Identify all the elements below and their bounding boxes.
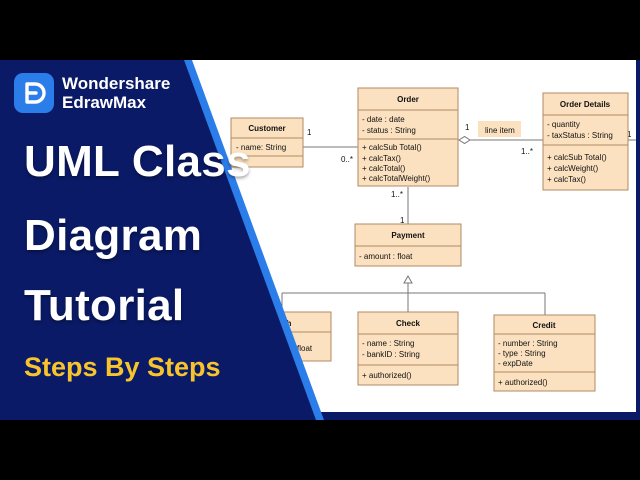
- class-order-op: + calcTotal(): [362, 164, 406, 173]
- brand: Wondershare EdrawMax: [14, 73, 170, 113]
- title-panel: [0, 60, 316, 420]
- subtitle: Steps By Steps: [24, 352, 221, 382]
- class-credit-attr: - expDate: [498, 359, 533, 368]
- class-credit-name: Credit: [532, 321, 555, 330]
- multiplicity-order-details-1: 1: [465, 123, 470, 132]
- class-order-details-name: Order Details: [560, 100, 611, 109]
- class-payment-name: Payment: [391, 231, 425, 240]
- multiplicity-order-details-many: 1..*: [521, 147, 533, 156]
- headline-line3: Tutorial: [24, 281, 185, 330]
- line-item-label-box: [478, 121, 521, 137]
- class-order-op: + calcTax(): [362, 154, 401, 163]
- class-check-name: Check: [396, 319, 421, 328]
- class-order-details-op: + calcWeight(): [547, 164, 599, 173]
- multiplicity-payment-order: 1: [400, 216, 405, 225]
- multiplicity-order-payment: 1..*: [391, 190, 403, 199]
- class-order-name: Order: [397, 95, 419, 104]
- headline-line2: Diagram: [24, 211, 203, 260]
- class-order-attr: - status : String: [362, 126, 416, 135]
- multiplicity-right: 1: [627, 130, 632, 139]
- class-check[interactable]: Check - name : String - bankID : String …: [357, 311, 459, 386]
- multiplicity-order-customer: 0..*: [341, 155, 353, 164]
- diagram-canvas: line item 1 0..* 1 1..* 1..* 1 1 Custome…: [0, 60, 640, 420]
- headline-line1: UML Class: [24, 137, 251, 186]
- line-item-label: line item: [485, 126, 515, 135]
- generalization-arrowhead: [403, 274, 413, 284]
- class-customer[interactable]: Customer - name: String: [230, 117, 304, 168]
- class-customer-attr: - name: String: [236, 143, 286, 152]
- class-order-details-op: + calcSub Total(): [547, 153, 607, 162]
- frame-right-edge: [636, 60, 640, 420]
- class-credit-op: + authorized(): [498, 378, 548, 387]
- class-order-details[interactable]: Order Details - quantity - taxStatus : S…: [542, 92, 629, 191]
- class-payment[interactable]: Payment - amount : float: [354, 223, 462, 267]
- class-credit[interactable]: Credit - number : String - type : String…: [493, 314, 596, 392]
- class-customer-name: Customer: [248, 124, 285, 133]
- class-credit-attr: - type : String: [498, 349, 546, 358]
- class-cash-attr: float: [297, 344, 313, 353]
- class-check-attr: - name : String: [362, 339, 414, 348]
- class-payment-attr: - amount : float: [359, 252, 413, 261]
- class-order-op: + calcSub Total(): [362, 143, 422, 152]
- multiplicity-customer: 1: [307, 128, 312, 137]
- class-order-details-attr: - taxStatus : String: [547, 131, 613, 140]
- uml-class-diagram: line item 1 0..* 1 1..* 1..* 1 1 Custome…: [0, 60, 640, 420]
- class-order[interactable]: Order - date : date - status : String + …: [357, 87, 459, 187]
- class-credit-attr: - number : String: [498, 339, 558, 348]
- class-check-op: + authorized(): [362, 371, 412, 380]
- class-order-attr: - date : date: [362, 115, 405, 124]
- brand-line1: Wondershare: [62, 74, 171, 93]
- class-check-attr: - bankID : String: [362, 350, 420, 359]
- class-order-op: + calcTotalWeight(): [362, 174, 430, 183]
- class-order-details-op: + calcTax(): [547, 175, 586, 184]
- class-order-details-attr: - quantity: [547, 120, 580, 129]
- edrawmax-logo-icon: [14, 73, 54, 113]
- brand-line2: EdrawMax: [62, 93, 147, 112]
- aggregation-diamond: [458, 135, 471, 145]
